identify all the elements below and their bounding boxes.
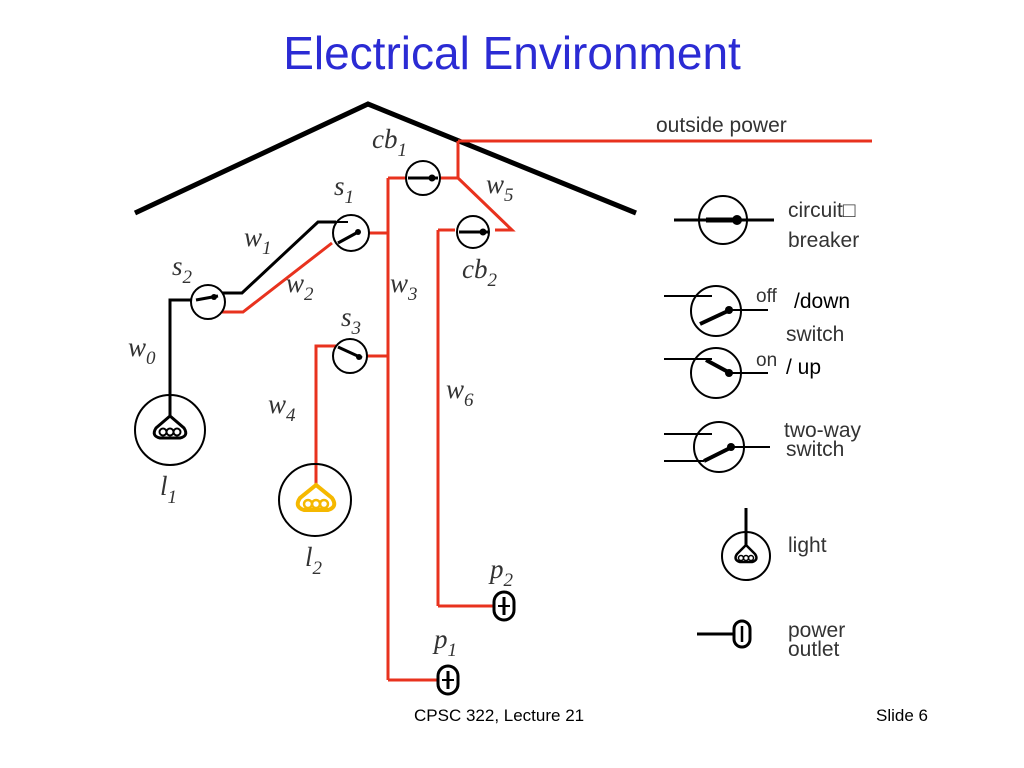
label-l2: l2 xyxy=(305,542,323,579)
legend-power-outlet-symbol xyxy=(697,619,752,649)
label-w4: w4 xyxy=(268,389,296,426)
label-w0: w0 xyxy=(128,332,156,369)
legend-power-outlet-label-2: outlet xyxy=(788,638,840,661)
legend-on-label: on xyxy=(756,350,777,371)
switch-s1 xyxy=(332,214,370,252)
label-w5: w5 xyxy=(486,169,514,206)
house-roof xyxy=(133,101,637,216)
switch-s3 xyxy=(332,338,368,374)
label-p2: p2 xyxy=(488,554,514,591)
label-w3: w3 xyxy=(390,268,418,305)
switch-s2 xyxy=(190,284,226,320)
light-l2 xyxy=(278,463,352,537)
light-l1 xyxy=(134,394,206,466)
label-w6: w6 xyxy=(446,374,474,411)
power-outlet-p1 xyxy=(436,664,460,696)
legend-light-label: light xyxy=(788,534,827,557)
legend-two-way-label-1: two-way xyxy=(784,419,862,442)
annotation-up: / up xyxy=(786,356,821,379)
legend-circuit-breaker-label-1: circuit□ xyxy=(788,199,856,222)
circuit-breaker-cb1 xyxy=(405,160,441,196)
slide-title: Electrical Environment xyxy=(283,27,741,79)
legend: circuit□ breaker off /down switch on / u… xyxy=(664,195,862,661)
label-s1: s1 xyxy=(334,171,354,208)
circuit-breaker-cb2 xyxy=(456,215,490,249)
label-w2: w2 xyxy=(286,268,314,305)
legend-switch-label: switch xyxy=(786,323,844,346)
label-s2: s2 xyxy=(172,251,193,288)
legend-two-way-switch-symbol xyxy=(664,421,770,473)
legend-off-label: off xyxy=(756,286,778,307)
label-cb2: cb2 xyxy=(462,254,497,291)
label-l1: l1 xyxy=(160,471,177,508)
legend-power-outlet-label-1: power xyxy=(788,619,845,642)
label-s3: s3 xyxy=(341,302,361,339)
label-w1: w1 xyxy=(244,222,272,259)
legend-switch-off-symbol xyxy=(664,285,768,337)
footer-course: CPSC 322, Lecture 21 xyxy=(414,706,585,725)
legend-circuit-breaker-label-2: breaker xyxy=(788,229,859,252)
annotation-down: /down xyxy=(794,290,850,313)
component-labels: cb1 cb2 s1 s2 s3 w0 w1 w2 w3 w4 w5 w6 l1… xyxy=(128,124,514,661)
legend-light-symbol xyxy=(721,508,771,581)
red-wires xyxy=(212,176,516,682)
outside-power-label: outside power xyxy=(656,114,787,137)
label-cb1: cb1 xyxy=(372,124,407,161)
black-wires xyxy=(168,220,336,395)
legend-two-way-label-2: switch xyxy=(786,438,844,461)
legend-circuit-breaker-symbol xyxy=(674,195,774,245)
outside-power-line xyxy=(456,139,872,178)
legend-switch-on-symbol xyxy=(664,347,768,399)
power-outlet-p2 xyxy=(492,590,516,622)
footer-slide-number: Slide 6 xyxy=(876,706,928,725)
label-p1: p1 xyxy=(432,624,457,661)
